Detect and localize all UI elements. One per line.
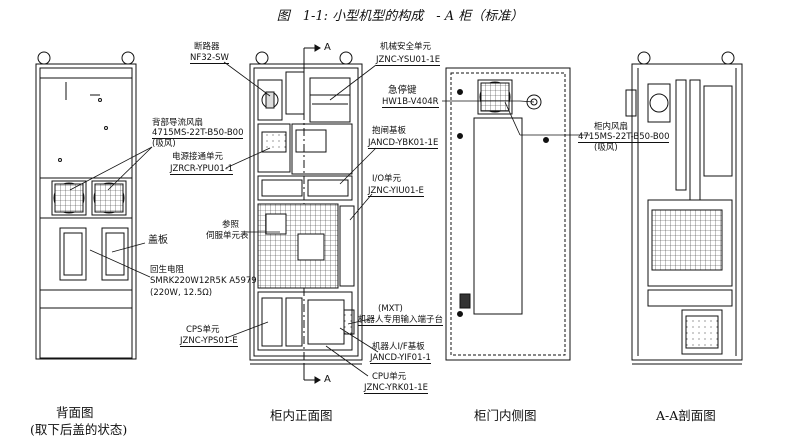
door-handle bbox=[625, 89, 637, 117]
cps-unit-model: JZNC-YPS01-E bbox=[180, 336, 238, 347]
lifting-eye-left bbox=[637, 51, 651, 65]
cps-unit-box bbox=[261, 297, 283, 347]
mech-safety-box bbox=[309, 77, 351, 123]
power-unit-model: JZRCR-YPU01-1 bbox=[170, 164, 234, 175]
caption-back-note: (取下后盖的状态) bbox=[30, 422, 128, 437]
lifting-eye-right bbox=[121, 51, 135, 65]
mxt-desc: 机器人专用输入端子台 bbox=[358, 315, 444, 326]
cpu-unit-model: JZNC-YRK01-1E bbox=[364, 383, 429, 394]
estop-label: 急停键 bbox=[388, 85, 417, 96]
robot-if-label: 机器人I/F基板 bbox=[372, 342, 425, 352]
cps-unit-label: CPS单元 bbox=[186, 325, 220, 335]
robot-if-model: JANCD-YIF01-1 bbox=[370, 353, 431, 364]
inner-fan bbox=[647, 83, 671, 123]
brake-board-label: 抱闸基板 bbox=[372, 126, 407, 136]
caption-back: 背面图 bbox=[56, 405, 94, 420]
caption-section: A-A剖面图 bbox=[656, 408, 716, 423]
section-mark-bottom: A bbox=[324, 374, 331, 385]
rear-fan-note: (吸风) bbox=[152, 139, 176, 149]
section-outline bbox=[631, 63, 743, 361]
caption-front: 柜内正面图 bbox=[270, 408, 333, 423]
regen-resistor-left bbox=[59, 227, 87, 281]
breaker-box bbox=[257, 79, 283, 121]
cpu-unit-label: CPU单元 bbox=[372, 372, 407, 382]
lifting-eye-right bbox=[339, 51, 353, 65]
rear-fan-right bbox=[91, 180, 127, 216]
lifting-eye-right bbox=[721, 51, 735, 65]
estop-model: HW1B-V404R bbox=[382, 97, 439, 108]
power-unit-box bbox=[257, 123, 291, 173]
cover-label: 盖板 bbox=[148, 235, 168, 246]
back-view bbox=[35, 51, 137, 360]
rear-fan-model: 4715MS-22T-B50-B00 bbox=[152, 128, 244, 139]
door-fan bbox=[477, 79, 513, 115]
front-view bbox=[249, 51, 363, 380]
regen-resistor-label: 回生电阻 bbox=[150, 265, 185, 275]
cpu-section bbox=[681, 309, 723, 355]
io-unit-model: JZNC-YIU01-E bbox=[368, 186, 424, 197]
rear-fan-label: 背部导流风扇 bbox=[152, 118, 204, 128]
regen-resistor-model: SMRK220W12R5K A5979 bbox=[150, 276, 257, 286]
section-mark-top: A bbox=[324, 42, 331, 53]
breaker-model: NF32-SW bbox=[190, 53, 229, 64]
servo-label-2: 伺服单元表 bbox=[206, 231, 249, 241]
regen-resistor-spec: (220W, 12.5Ω) bbox=[150, 288, 213, 298]
inner-fan-model: 4715MS-22T-B50-B00 bbox=[578, 132, 670, 143]
inner-fan-label: 柜内风扇 bbox=[594, 122, 629, 132]
lifting-eye-left bbox=[255, 51, 269, 65]
rear-fan-left bbox=[51, 180, 87, 216]
section-arrows bbox=[303, 44, 321, 384]
servo-section bbox=[647, 199, 733, 287]
lower-section bbox=[257, 291, 353, 351]
servo-label: 参照 bbox=[222, 220, 240, 230]
section-view bbox=[625, 51, 743, 365]
mxt-label: (MXT) bbox=[378, 304, 403, 314]
regen-resistor-right bbox=[101, 227, 129, 281]
brake-board-model: JANCD-YBK01-1E bbox=[368, 138, 439, 149]
inner-fan-note: (吸风) bbox=[594, 143, 618, 153]
front-cabinet-outline bbox=[249, 63, 363, 361]
io-row bbox=[257, 175, 353, 201]
door-view bbox=[445, 67, 571, 361]
mech-safety-model: JZNC-YSU01-1E bbox=[376, 55, 441, 66]
power-unit-label: 电源接通单元 bbox=[172, 152, 224, 162]
cpu-unit-box bbox=[307, 299, 345, 345]
estop-button bbox=[526, 94, 542, 110]
breaker-label: 断路器 bbox=[194, 42, 220, 52]
leader-lines bbox=[69, 61, 590, 377]
figure-title: 图 1-1: 小型机型的构成 - A 柜（标准） bbox=[276, 9, 524, 24]
lifting-eye-left bbox=[37, 51, 51, 65]
door-outline bbox=[445, 67, 571, 361]
caption-door: 柜门内侧图 bbox=[474, 408, 537, 423]
io-unit-label: I/O单元 bbox=[372, 174, 402, 184]
mech-safety-label: 机械安全单元 bbox=[380, 42, 432, 52]
